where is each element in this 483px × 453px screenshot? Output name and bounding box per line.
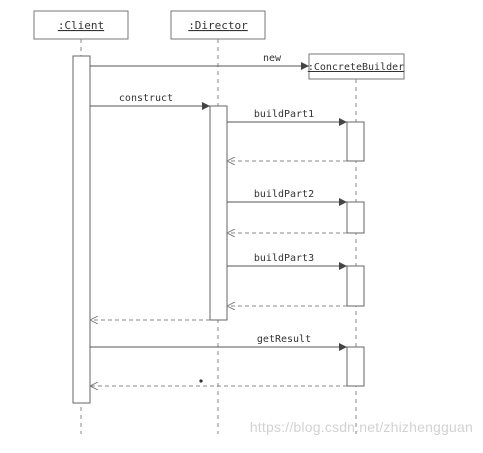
participant-concrete-builder: :ConcreteBuilder bbox=[308, 53, 405, 80]
builder-activation-part2 bbox=[346, 201, 365, 234]
stray-dot bbox=[199, 379, 203, 383]
build-part1-message-label: buildPart1 bbox=[254, 109, 314, 120]
director-activation bbox=[209, 105, 228, 321]
get-result-message-label: getResult bbox=[257, 334, 311, 345]
build-part3-message-label: buildPart3 bbox=[254, 253, 314, 264]
client-activation bbox=[72, 55, 91, 404]
construct-message-label: construct bbox=[119, 93, 173, 104]
builder-activation-result bbox=[346, 346, 365, 387]
build-part2-message-label: buildPart2 bbox=[254, 189, 314, 200]
watermark: https://blog.csdn.net/zhizhengguan bbox=[249, 419, 473, 435]
concrete-builder-label: :ConcreteBuilder bbox=[308, 62, 404, 73]
builder-activation-part1 bbox=[346, 121, 365, 162]
builder-activation-part3 bbox=[346, 265, 365, 307]
new-message-label: new bbox=[263, 53, 282, 64]
client-label: :Client bbox=[58, 19, 104, 32]
participant-client: :Client bbox=[33, 10, 129, 40]
participant-director: :Director bbox=[170, 10, 266, 40]
director-label: :Director bbox=[188, 19, 248, 32]
